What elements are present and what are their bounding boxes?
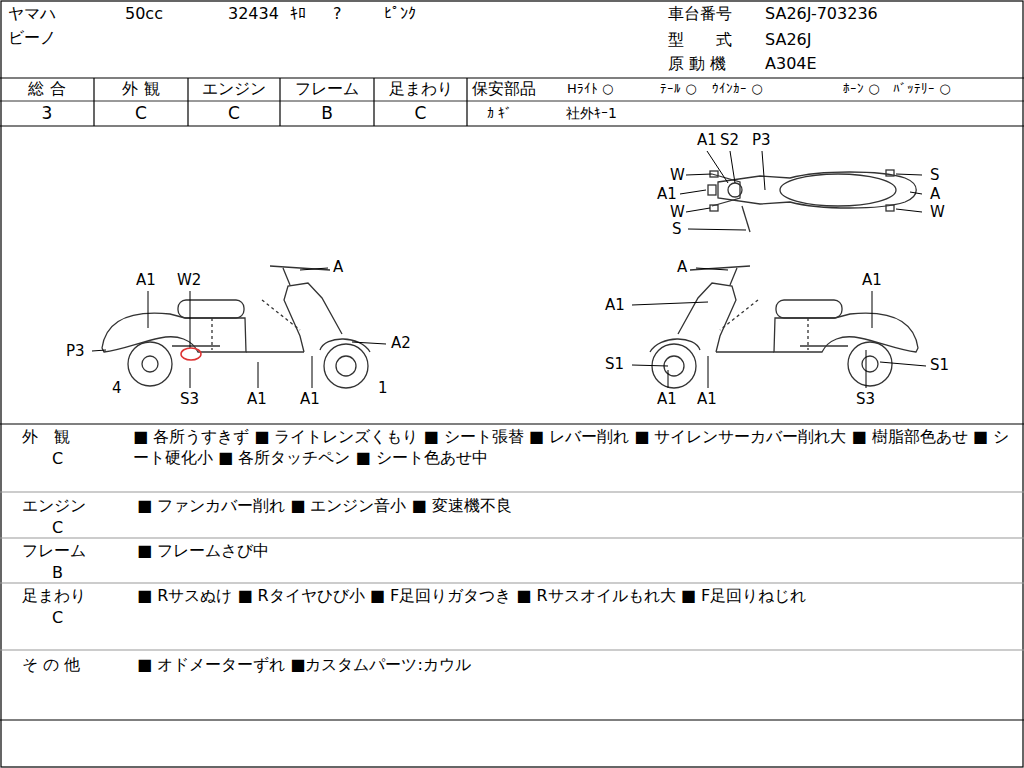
header-field: A304E	[765, 54, 817, 75]
callout-code: S3	[856, 390, 875, 410]
callout-code: 1	[378, 379, 388, 399]
callout-code: A	[930, 185, 940, 205]
leader-lines	[92, 151, 926, 388]
grade-cell: 足まわり	[374, 79, 467, 100]
grade-cell: そ の 他	[22, 655, 80, 676]
header-field: 車台番号	[668, 4, 732, 25]
header-field: ｶ ｷﾞ	[487, 104, 512, 122]
grade-cell: 外 観	[22, 427, 70, 448]
callout-code: W2	[177, 271, 201, 291]
grade-cell: 総 合	[0, 79, 94, 100]
grade-cell: 3	[0, 102, 94, 124]
callout-code: P3	[66, 342, 85, 362]
grade-cell: 足まわり	[22, 586, 86, 607]
header-field: 保安部品	[472, 79, 536, 100]
remark-text: ■ オドメーターずれ ■カスタムパーツ:カウル	[137, 655, 471, 676]
remark-text: ■ Rサスぬけ ■ Rタイヤひび小 ■ F足回りガタつき ■ Rサスオイルもれ大…	[137, 586, 806, 607]
header-field: ビーノ	[8, 28, 56, 49]
callout-code: W	[670, 166, 685, 186]
header-field: SA26J-703236	[765, 4, 878, 25]
callout-code: W	[670, 203, 685, 223]
callout-code: A2	[391, 334, 411, 354]
grade-cell: C	[52, 518, 63, 539]
header-field: ｳｲﾝｶｰ ○	[712, 81, 762, 98]
callout-code: A1	[300, 390, 320, 410]
scooter-top	[708, 170, 916, 232]
grade-cell: C	[188, 102, 280, 124]
header-field: SA26J	[765, 30, 811, 51]
grade-cell: B	[52, 563, 63, 584]
header-field: 型 式	[668, 30, 732, 51]
grade-cell: C	[52, 449, 63, 470]
callout-code: S1	[605, 355, 624, 375]
remark-text: ■ フレームさび中	[137, 541, 269, 562]
grade-cell: B	[280, 102, 374, 124]
callout-code: A1	[657, 185, 677, 205]
callout-code: A1	[697, 131, 717, 151]
header-field: Hﾗｲﾄ ○	[567, 81, 613, 98]
header-field: ﾃｰﾙ ○	[660, 81, 696, 98]
grade-cell: フレーム	[22, 541, 86, 562]
header-field: ヤマハ	[8, 4, 56, 25]
header-field: ﾎｰﾝ ○	[843, 81, 879, 98]
scooter-right	[650, 266, 918, 388]
scooter-left	[102, 266, 370, 388]
callout-code: A1	[605, 296, 625, 316]
callout-code: A1	[862, 271, 882, 291]
header-field: 原 動 機	[668, 54, 726, 75]
callout-code: A	[677, 258, 687, 278]
header-field: ﾊﾞｯﾃﾘｰ ○	[893, 81, 950, 98]
callout-code: S1	[930, 356, 949, 376]
grade-cell: C	[94, 102, 188, 124]
callout-code: A	[333, 258, 343, 278]
header-field: 社外ｷｰ1	[566, 104, 617, 122]
callout-code: P3	[752, 131, 771, 151]
callout-code: A1	[697, 390, 717, 410]
callout-code: A1	[657, 390, 677, 410]
damage-mark	[181, 348, 201, 360]
callout-code: A1	[136, 271, 156, 291]
header-field: 32434	[228, 4, 279, 25]
callout-code: S3	[180, 390, 199, 410]
grade-cell: 外 観	[94, 79, 188, 100]
grade-cell: エンジン	[22, 496, 86, 517]
header-field: ?	[333, 4, 342, 25]
callout-code: S2	[720, 131, 739, 151]
grade-cell: フレーム	[280, 79, 374, 100]
remark-text: ■ 各所うすきず ■ ライトレンズくもり ■ シート張替 ■ レバー削れ ■ サ…	[133, 427, 1018, 469]
callout-code: W	[930, 203, 945, 223]
callout-code: S	[930, 166, 940, 186]
remark-text: ■ ファンカバー削れ ■ エンジン音小 ■ 変速機不良	[137, 496, 512, 517]
header-field: ﾋﾟﾝｸ	[384, 4, 416, 25]
grade-cell: C	[52, 608, 63, 629]
grade-cell: エンジン	[188, 79, 280, 100]
callout-code: A1	[247, 390, 267, 410]
grade-cell: C	[374, 102, 467, 124]
header-field: 50cc	[125, 4, 163, 25]
callout-code: S	[672, 220, 682, 240]
header-field: ｷﾛ	[290, 4, 306, 25]
callout-code: 4	[112, 379, 122, 399]
